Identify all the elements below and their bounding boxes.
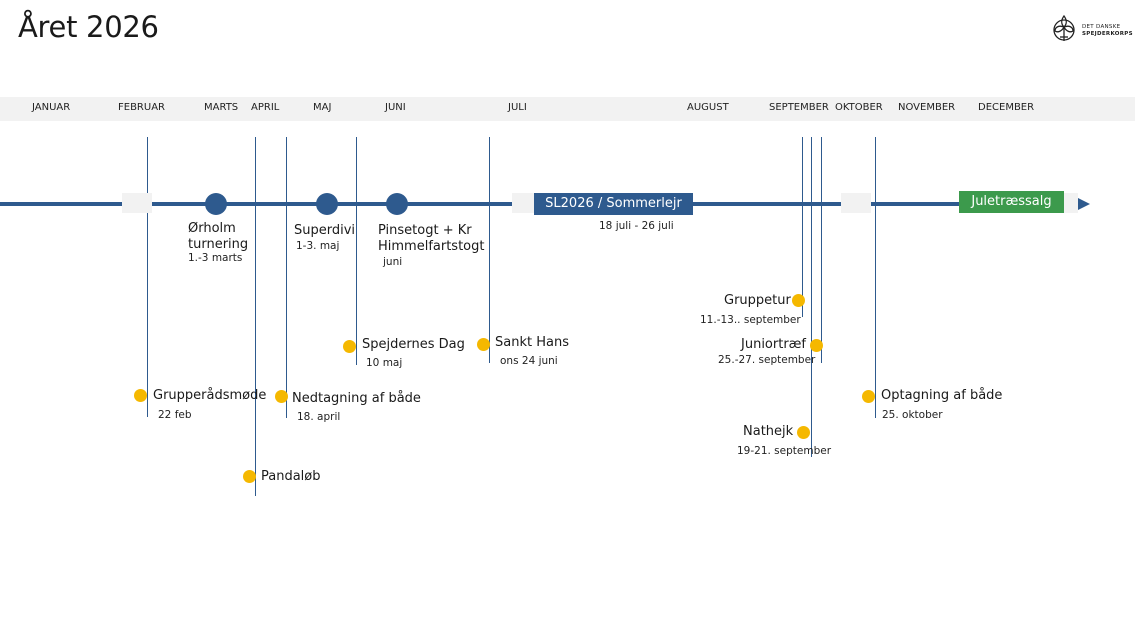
event-date-gruppetur: 11.-13.. september <box>700 314 801 326</box>
logo-text-line2: SPEJDERKORPS <box>1082 31 1133 37</box>
connector-line-grupperaadsmoede <box>147 137 148 417</box>
milestone-date-pinsetogt: juni <box>383 256 403 268</box>
timeline-gap <box>122 193 152 213</box>
milestone-date-superdivi: 1-3. maj <box>296 240 340 252</box>
milestone-date-oerholm: 1.-3 marts <box>188 252 243 264</box>
connector-line-sankt-hans <box>489 137 490 363</box>
milestone-dot-oerholm <box>205 193 227 215</box>
spejderkorps-logo <box>1053 14 1075 41</box>
month-label-juli: JULI <box>508 102 527 113</box>
month-label-marts: MARTS <box>204 102 239 113</box>
event-date-sankt-hans: ons 24 juni <box>500 355 558 367</box>
timeline-arrow-icon <box>1078 198 1090 210</box>
event-label-sankt-hans: Sankt Hans <box>495 335 569 350</box>
month-label-juni: JUNI <box>385 102 406 113</box>
event-label-optagning: Optagning af både <box>881 388 1003 403</box>
connector-line-gruppetur <box>802 137 803 317</box>
month-label-februar: FEBRUAR <box>118 102 165 113</box>
month-label-december: DECEMBER <box>978 102 1035 113</box>
event-dot-pandaloeb <box>243 470 256 483</box>
sommerlejr-box: SL2026 / Sommerlejr <box>534 193 693 215</box>
milestone-dot-superdivi <box>316 193 338 215</box>
timeline-gap <box>512 193 534 213</box>
month-label-november: NOVEMBER <box>898 102 956 113</box>
event-label-grupperaadsmoede: Grupperådsmøde <box>153 388 267 403</box>
connector-line-nathejk <box>811 137 812 457</box>
event-label-pandaloeb: Pandaløb <box>261 469 321 484</box>
milestone-label-oerholm-1: Ørholm <box>188 221 236 236</box>
event-label-nedtagning: Nedtagning af både <box>292 391 421 406</box>
event-label-spejdernes-dag: Spejdernes Dag <box>362 337 465 352</box>
milestone-label-oerholm-2: turnering <box>188 237 249 252</box>
month-label-august: AUGUST <box>687 102 729 113</box>
connector-line-juniortraef <box>821 137 822 363</box>
event-date-nathejk: 19-21. september <box>737 445 832 457</box>
timeline-gap <box>1064 193 1078 213</box>
page-title: Året 2026 <box>18 10 159 44</box>
month-label-september: SEPTEMBER <box>769 102 829 113</box>
event-dot-grupperaadsmoede <box>134 389 147 402</box>
event-label-gruppetur: Gruppetur <box>724 293 791 308</box>
event-label-juniortraef: Juniortræf <box>741 337 807 352</box>
milestone-label-pinsetogt-1: Pinsetogt + Kr <box>378 223 472 238</box>
month-label-januar: JANUAR <box>32 102 71 113</box>
sommerlejr-date: 18 juli - 26 juli <box>599 220 674 232</box>
event-date-optagning: 25. oktober <box>882 409 943 421</box>
event-date-grupperaadsmoede: 22 feb <box>158 409 192 421</box>
month-label-maj: MAJ <box>313 102 332 113</box>
event-date-nedtagning: 18. april <box>297 411 341 423</box>
timeline-gap <box>693 193 703 213</box>
timeline-gap <box>841 193 871 213</box>
milestone-label-superdivi: Superdivi <box>294 223 356 238</box>
logo-text-line1: DET DANSKE <box>1082 24 1121 30</box>
event-label-nathejk: Nathejk <box>743 424 794 439</box>
month-band <box>0 97 1135 121</box>
event-dot-sankt-hans <box>477 338 490 351</box>
event-date-spejdernes-dag: 10 maj <box>366 357 403 369</box>
month-label-april: APRIL <box>251 102 280 113</box>
month-label-oktober: OKTOBER <box>835 102 883 113</box>
event-dot-gruppetur <box>792 294 805 307</box>
connector-line-spejdernes-dag <box>356 137 357 365</box>
event-dot-nedtagning <box>275 390 288 403</box>
event-date-juniortraef: 25.-27. september <box>718 354 816 366</box>
juletraessalg-box: Juletræssalg <box>959 191 1064 213</box>
milestone-label-pinsetogt-2: Himmelfartstogt <box>378 239 485 254</box>
connector-line-optagning <box>875 137 876 418</box>
milestone-dot-pinsetogt <box>386 193 408 215</box>
connector-line-nedtagning <box>286 137 287 418</box>
event-dot-juniortraef <box>810 339 823 352</box>
event-dot-optagning <box>862 390 875 403</box>
event-dot-nathejk <box>797 426 810 439</box>
event-dot-spejdernes-dag <box>343 340 356 353</box>
connector-line-pandaloeb <box>255 137 256 496</box>
